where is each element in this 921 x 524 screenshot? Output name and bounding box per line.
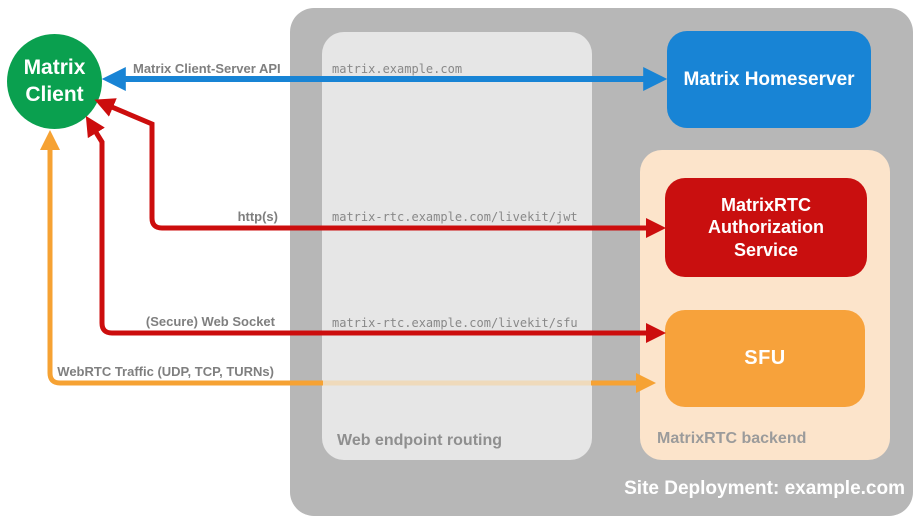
https-label: http(s) xyxy=(237,209,278,224)
sfu-label: SFU xyxy=(744,347,786,369)
secure-websocket-label: (Secure) Web Socket xyxy=(145,314,275,329)
jwt-endpoint-url: matrix-rtc.example.com/livekit/jwt xyxy=(332,210,578,224)
web-endpoint-routing-panel xyxy=(322,32,592,460)
matrixrtc-backend-label: MatrixRTC backend xyxy=(657,430,807,447)
matrixrtc-authorization-service-node: MatrixRTC Authorization Service xyxy=(665,178,867,277)
matrix-homeserver-node: Matrix Homeserver xyxy=(667,31,871,128)
sfu-node: SFU xyxy=(665,310,865,407)
site-deployment-label: Site Deployment: example.com xyxy=(624,478,905,499)
client-server-api-label: Matrix Client-Server API xyxy=(133,61,281,76)
matrix-client-node: Matrix Client xyxy=(7,34,102,129)
matrix-homeserver-label: Matrix Homeserver xyxy=(683,68,855,90)
sfu-endpoint-url: matrix-rtc.example.com/livekit/sfu xyxy=(332,316,578,330)
webrtc-traffic-label: WebRTC Traffic (UDP, TCP, TURNs) xyxy=(57,364,274,379)
matrixrtc-authorization-service-label: MatrixRTC Authorization Service xyxy=(708,194,824,260)
web-endpoint-routing-label: Web endpoint routing xyxy=(337,432,503,449)
matrix-client-label: Matrix Client xyxy=(23,56,86,106)
homeserver-host-url: matrix.example.com xyxy=(332,62,463,76)
